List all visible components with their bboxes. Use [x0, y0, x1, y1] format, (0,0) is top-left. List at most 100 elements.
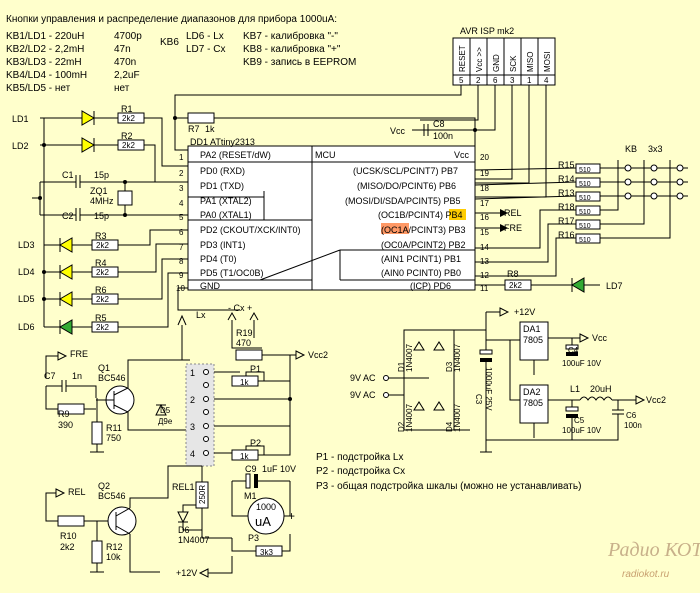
net-label: FRE	[504, 223, 522, 233]
isp-pin-label: MOSI	[543, 52, 552, 72]
isp-pin-label: RESET	[458, 45, 467, 72]
mcu-pin-label: PA0 (XTAL1)	[200, 210, 252, 220]
ref-label: M1	[244, 491, 257, 501]
ref-label: R12	[106, 542, 123, 552]
ref-label: R17	[558, 216, 575, 226]
value-label: 510	[579, 167, 591, 174]
led-label: LD4	[18, 267, 35, 277]
ref-label: R3	[95, 231, 107, 241]
mcu-pin-label: (OC1B/PCINT4) PB4	[378, 210, 463, 220]
led-icon	[59, 264, 73, 280]
header-row: KB4/LD4 - 100mH	[6, 70, 87, 81]
isp-pin-label: Vcc >>	[475, 47, 484, 72]
mcu-name: DD1 ATtiny2313	[190, 137, 255, 147]
watermark-brand: Радио КОТ	[607, 539, 700, 561]
notes: P1 - подстройка Lx P2 - подстройка Cx P3…	[316, 452, 581, 492]
header-row: KB3/LD3 - 22mH	[6, 57, 82, 68]
key-contact	[650, 164, 658, 172]
led-icon	[81, 137, 95, 153]
watermark: Радио КОТ radiokot.ru	[607, 539, 700, 580]
pin-num: 19	[480, 169, 489, 178]
value-label: Д9е	[158, 417, 173, 426]
ref-label: C1	[62, 170, 74, 180]
led-label: LD1	[12, 114, 29, 124]
kb-size-label: 3x3	[648, 144, 663, 154]
key-buttons	[624, 164, 684, 200]
svg-text:+: +	[288, 509, 295, 523]
key-contact	[650, 192, 658, 200]
switch-pos: 3	[190, 422, 195, 432]
meter-scale: 1000	[256, 502, 276, 512]
pin-num: 16	[480, 213, 489, 222]
value-label: 15p	[94, 211, 109, 221]
resistor-r11	[91, 421, 103, 445]
value-label: 20uH	[590, 384, 612, 394]
pin-num: 11	[480, 284, 489, 293]
mcu-pin-label: PD5 (T1/OC0B)	[200, 268, 264, 278]
isp-pin-label: SCK	[509, 55, 518, 72]
note-item: P1 - подстройка Lx	[316, 452, 404, 463]
terminal-label: - Cx +	[228, 303, 252, 313]
note-item: P2 - подстройка Cx	[316, 466, 405, 477]
mcu-pin-label: (UCSK/SCL/PCINT7) PB7	[353, 166, 458, 176]
watermark-url: radiokot.ru	[622, 569, 670, 580]
ref-label: R7	[188, 124, 200, 134]
resistor-r12	[91, 540, 103, 564]
ref-label: C2	[62, 211, 74, 221]
value-label: 1n	[72, 371, 82, 381]
meter-unit: uA	[255, 514, 271, 529]
key-contact	[676, 192, 684, 200]
diode-value: 1N4007	[453, 343, 462, 372]
value-label: 750	[106, 433, 121, 443]
ref-label: R8	[507, 269, 519, 279]
net-label: Vcc	[592, 333, 608, 343]
mcu-pin-label: (MOSI/DI/SDA/PCINT5) PB5	[345, 196, 461, 206]
value-label: 1uF 10V	[262, 464, 296, 474]
value-label: 2k2	[96, 268, 109, 277]
mcu: DD1 ATtiny2313 MCU Vcc PA2 (RESET/dW) PD…	[176, 137, 489, 293]
mcu-vcc: Vcc	[454, 150, 470, 160]
value-label: 510	[579, 195, 591, 202]
ref-label: R15	[558, 160, 575, 170]
value-label: 7805	[523, 335, 543, 345]
capacitor-c5	[565, 406, 579, 412]
ref-label: C6	[626, 411, 637, 420]
oc1a-highlight	[381, 223, 409, 234]
mcu-pin-label: (OC0A/PCINT2) PB2	[381, 240, 466, 250]
isp-pin-num: 1	[527, 76, 532, 85]
value-label: 1k	[205, 124, 215, 134]
value-label: 510	[579, 209, 591, 216]
analog: FRE C7 1n Q1 BC546 R9 390 R11 750 D5	[44, 303, 328, 578]
diode-label: D2	[397, 421, 406, 432]
ref-label: DA2	[523, 387, 541, 397]
pin-num: 7	[179, 243, 184, 252]
ref-label: R10	[60, 531, 77, 541]
mcu-pin-label: (OC1A/PCINT3) PB3	[381, 225, 466, 235]
capacitor-c3	[479, 349, 493, 355]
diode-d6	[177, 511, 189, 524]
ld7: R8 2k2 LD7	[475, 269, 623, 293]
mcu-pin-label: PD2 (CKOUT/XCK/INT0)	[200, 225, 301, 235]
ref-label: C9	[245, 464, 257, 474]
value-label: 3k3	[260, 548, 273, 557]
isp-pin-num: 3	[510, 76, 515, 85]
ref-label: R6	[95, 285, 107, 295]
left-leds: LD3 LD4 LD5 LD6 R3 R4 R6 R5 2k2 2k2 2k2 …	[18, 117, 240, 335]
isp-pin-label: MISO	[526, 52, 535, 72]
value-label: 100n	[624, 421, 642, 430]
pin-num: 6	[179, 228, 184, 237]
resistor-r10	[57, 515, 85, 527]
diode-d3	[433, 341, 445, 351]
resistor-r7	[187, 112, 215, 124]
diode-value: 1N4007	[405, 343, 414, 372]
mcu-pin-label: GND	[200, 281, 221, 291]
pin-num: 5	[179, 213, 184, 222]
pin-num: 20	[480, 153, 489, 162]
net-label: +12V	[176, 568, 197, 578]
pin-num: 8	[179, 257, 184, 266]
ref-label: R13	[558, 188, 575, 198]
header-row: KB2/LD2 - 2,2mH	[6, 44, 84, 55]
ref-label: ZQ1	[90, 186, 108, 196]
switch-pos: 2	[190, 395, 195, 405]
